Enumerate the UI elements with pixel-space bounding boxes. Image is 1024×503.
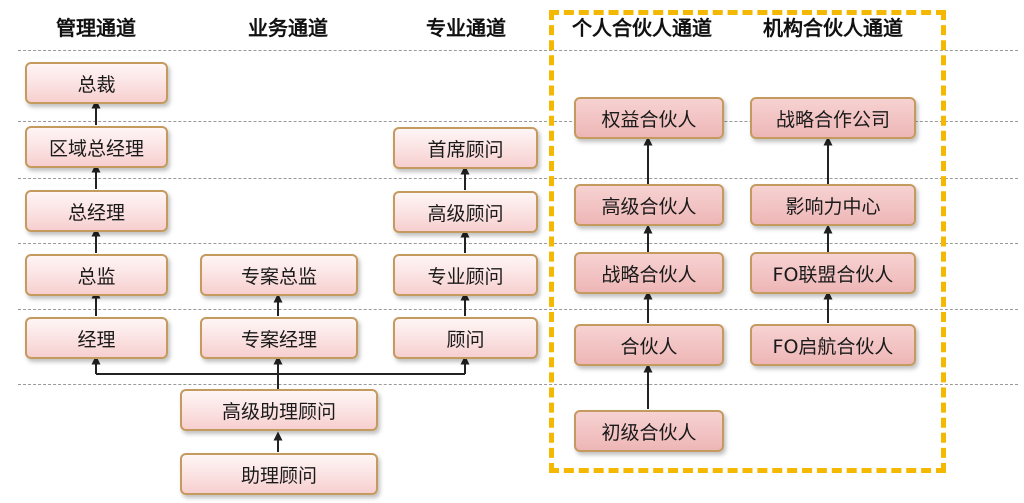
node-regional-general-manager: 区域总经理 — [25, 126, 168, 168]
node-senior-partner: 高级合伙人 — [574, 184, 724, 226]
node-general-manager: 总经理 — [25, 190, 168, 232]
header-business: 业务通道 — [248, 16, 328, 40]
node-strategic-cooperation-company: 战略合作公司 — [750, 97, 916, 139]
node-case-manager: 专案经理 — [200, 317, 358, 359]
node-manager: 经理 — [25, 317, 168, 359]
guide-line — [18, 384, 1018, 385]
guide-line — [18, 243, 1018, 244]
node-partner: 合伙人 — [574, 324, 724, 366]
guide-line — [18, 309, 1018, 310]
node-influence-center: 影响力中心 — [750, 184, 916, 226]
node-consultant: 顾问 — [393, 317, 538, 359]
partner-channel-highlight-frame — [549, 10, 946, 473]
node-professional-consultant: 专业顾问 — [393, 254, 538, 296]
node-director: 总监 — [25, 254, 168, 296]
header-management: 管理通道 — [56, 16, 136, 40]
node-president: 总裁 — [25, 62, 168, 104]
header-professional: 专业通道 — [426, 16, 506, 40]
node-fo-alliance-partner: FO联盟合伙人 — [750, 252, 916, 294]
node-junior-partner: 初级合伙人 — [574, 410, 724, 452]
node-fo-launch-partner: FO启航合伙人 — [750, 324, 916, 366]
node-equity-partner: 权益合伙人 — [574, 97, 724, 139]
node-senior-consultant: 高级顾问 — [393, 191, 538, 233]
guide-line — [18, 50, 1018, 51]
node-strategic-partner: 战略合伙人 — [574, 252, 724, 294]
node-assistant-consultant: 助理顾问 — [180, 453, 378, 495]
guide-line — [18, 178, 1018, 179]
header-institution-partner: 机构合伙人通道 — [763, 16, 903, 40]
header-individual-partner: 个人合伙人通道 — [572, 16, 712, 40]
guide-line — [18, 121, 1018, 122]
node-chief-consultant: 首席顾问 — [393, 127, 538, 169]
node-case-director: 专案总监 — [200, 254, 358, 296]
node-senior-assistant-consultant: 高级助理顾问 — [180, 389, 378, 431]
